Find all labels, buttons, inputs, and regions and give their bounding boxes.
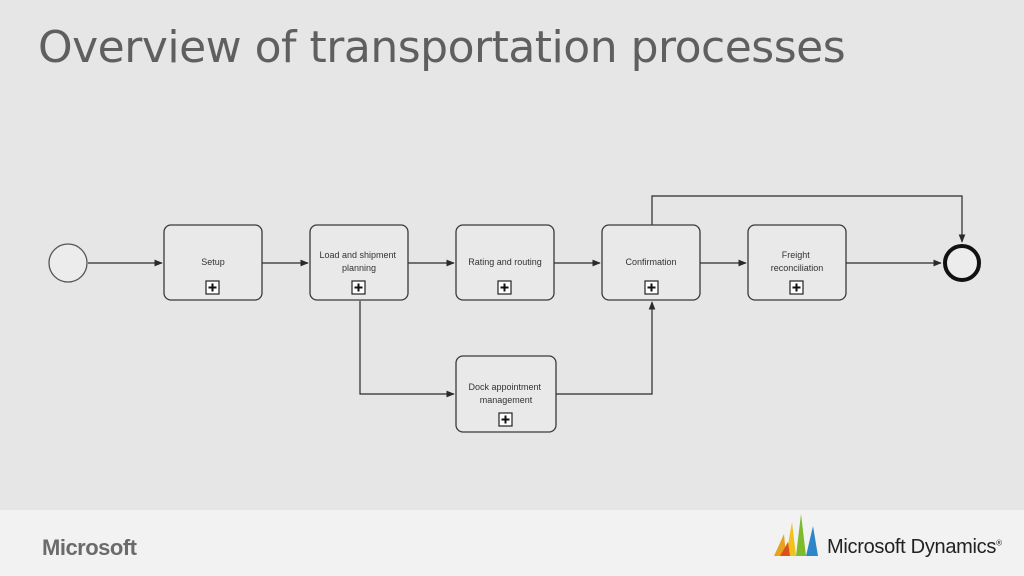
flow-dock-confirm	[556, 301, 656, 395]
flow-load-dock	[359, 301, 455, 398]
subprocess-marker-icon	[498, 412, 513, 427]
dynamics-name: Microsoft Dynamics	[827, 536, 997, 558]
task-freight-label-1: Freight	[782, 250, 811, 260]
end-event	[943, 244, 981, 282]
task-setup: Setup	[163, 224, 263, 301]
svg-text:Dock appointment manag: Dock appointment management	[468, 382, 543, 405]
task-freight-reconciliation: Freight reconciliation	[747, 224, 847, 301]
task-confirm-label-1: Confirmation	[625, 257, 676, 267]
microsoft-logo-text: Microsoft	[42, 535, 137, 560]
slide: Overview of transportation processes	[38, 22, 981, 433]
trademark-mark: ®	[996, 538, 1002, 548]
subprocess-marker-icon	[644, 280, 659, 295]
svg-text:Rating and routing: Rating and routing	[468, 257, 542, 267]
subprocess-marker-icon	[205, 280, 220, 295]
task-rating-routing: Rating and routing	[455, 224, 555, 301]
task-confirmation: Confirmation	[601, 224, 701, 301]
svg-text:Setup: Setup	[201, 257, 225, 267]
microsoft-dynamics-logo-text: Microsoft Dynamics®	[827, 536, 1002, 559]
start-event	[48, 243, 88, 283]
svg-text:Load and shipment plan: Load and shipment planning	[319, 250, 398, 273]
task-dock-appointment: Dock appointment management	[455, 355, 557, 433]
slide-title: Overview of transportation processes	[38, 22, 846, 73]
task-setup-label-1: Setup	[201, 257, 225, 267]
process-diagram: Setup Load and shipment planning Rating …	[48, 195, 981, 433]
svg-text:Confirmation: Confirmation	[625, 257, 676, 267]
task-load-shipment-planning: Load and shipment planning	[309, 224, 409, 301]
task-rating-label-1: Rating and routing	[468, 257, 542, 267]
flow-confirm-end-bypass	[651, 195, 966, 243]
task-load-label-2: planning	[342, 263, 376, 273]
footer	[0, 510, 1024, 576]
task-load-label-1: Load and shipment	[319, 250, 396, 260]
task-freight-label-2: reconciliation	[771, 263, 824, 273]
task-dock-label-1: Dock appointment	[468, 382, 541, 392]
subprocess-marker-icon	[351, 280, 366, 295]
subprocess-marker-icon	[497, 280, 512, 295]
svg-text:Freight reconciliation: Freight reconciliation	[771, 250, 824, 273]
subprocess-marker-icon	[789, 280, 804, 295]
dynamics-logo-icon	[774, 514, 818, 556]
task-dock-label-2: management	[480, 395, 533, 405]
